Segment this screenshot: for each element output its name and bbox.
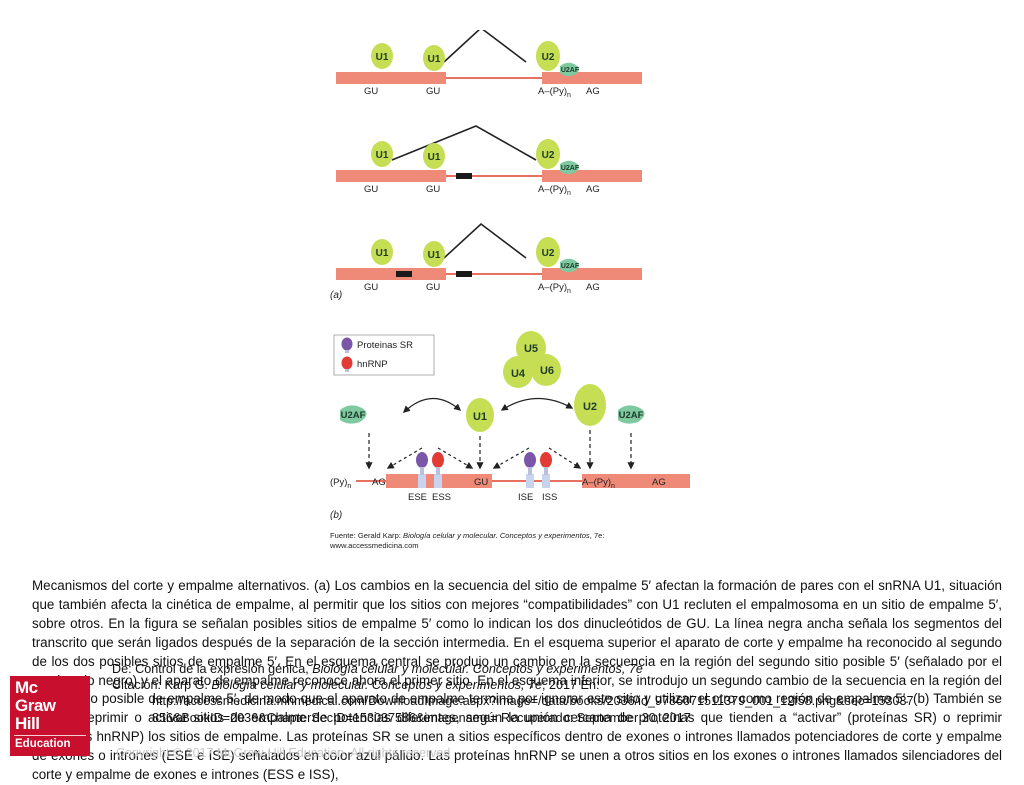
legend-hnrnp-label: hnRNP <box>357 359 388 370</box>
gu-label-1: GU <box>364 282 378 293</box>
ess-label: ESS <box>432 492 451 503</box>
a-py-label: A–(Py)n <box>538 86 571 99</box>
gu-label-2: GU <box>426 282 440 293</box>
mutation-box-1 <box>396 271 412 277</box>
mutation-box-2 <box>456 173 472 179</box>
gu-label-2: GU <box>426 86 440 97</box>
u2af-label: U2AF <box>561 263 580 270</box>
pre-mrna-bottom <box>356 474 690 488</box>
u2af-right: U2AF <box>618 405 645 424</box>
u1-label: U1 <box>428 152 441 163</box>
figure-caption: Mecanismos del corte y empalme alternati… <box>32 578 1002 783</box>
a-py-label: A–(Py)n <box>538 184 571 197</box>
ag-left-label: AG <box>372 477 386 488</box>
u1-label: U1 <box>376 150 389 161</box>
u2-snrnp-right: U2 <box>574 384 606 426</box>
svg-text:U2AF: U2AF <box>341 410 366 421</box>
gu-label-1: GU <box>364 184 378 195</box>
source-url[interactable]: http://accessmedicina.mhmedical.com/Down… <box>152 694 914 709</box>
gu-label-1: GU <box>364 86 378 97</box>
ag-right-label: AG <box>652 477 666 488</box>
ese-label: ESE <box>408 492 427 503</box>
gu-label: GU <box>474 477 488 488</box>
u1-label: U1 <box>376 248 389 259</box>
u6-label: U6 <box>540 365 554 377</box>
u1-label: U1 <box>428 250 441 261</box>
u2af-label: U2AF <box>561 165 580 172</box>
panel-a-label: (a) <box>330 290 342 301</box>
svg-text:U2AF: U2AF <box>619 410 644 421</box>
u4-label: U4 <box>511 368 526 380</box>
source-line-2: Citación: Karp G. Biología celular y mol… <box>112 678 600 693</box>
u2af-label: U2AF <box>561 67 580 74</box>
source-citation: De: Control de la expresión génica, Biol… <box>112 661 1012 726</box>
mutation-box-2 <box>456 271 472 277</box>
bound-proteins <box>416 452 552 475</box>
figure-credit: Fuente: Gerald Karp: Biología celular y … <box>329 531 605 550</box>
legend-sr-icon <box>341 337 353 353</box>
u4-u5-u6-snrnp: U5 U4 U6 <box>503 331 561 388</box>
copyright-notice: Copyright © 2017 McGraw-Hill Education. … <box>116 746 451 760</box>
ag-label: AG <box>586 282 600 293</box>
svg-text:www.accessmedicina.com: www.accessmedicina.com <box>329 541 419 550</box>
ag-label: AG <box>586 86 600 97</box>
source-line-4: 856&BookID=2036&ChapterSecID=153037586&i… <box>152 710 691 725</box>
ag-label: AG <box>586 184 600 195</box>
u1-snrnp-center: U1 <box>466 398 494 432</box>
py-left-label: (Py)n <box>330 477 351 490</box>
legend-sr-label: Proteinas SR <box>357 340 413 351</box>
u5-label: U5 <box>524 343 538 355</box>
ise-label: ISE <box>518 492 533 503</box>
u1-label: U1 <box>376 52 389 63</box>
u2af-left: U2AF <box>340 405 367 424</box>
a-py-label: A–(Py)n <box>538 282 571 295</box>
svg-text:Fuente: Gerald Karp: Biología: Fuente: Gerald Karp: Biología celular y … <box>330 531 605 540</box>
panel-b-label: (b) <box>330 510 342 521</box>
u2-label: U2 <box>542 248 555 259</box>
u1-label: U1 <box>428 54 441 65</box>
mcgraw-hill-logo: Mc Graw Hill Education <box>10 676 90 756</box>
source-line-1: De: Control de la expresión génica, Biol… <box>112 662 643 676</box>
gu-label-2: GU <box>426 184 440 195</box>
a-py-label: A–(Py)n <box>582 477 615 490</box>
u2-label: U2 <box>542 52 555 63</box>
svg-text:U2: U2 <box>583 401 597 413</box>
svg-text:U1: U1 <box>473 411 487 423</box>
legend-hnrnp-icon <box>341 356 353 372</box>
iss-label: ISS <box>542 492 557 503</box>
u2-label: U2 <box>542 150 555 161</box>
panel-b: Proteinas SR hnRNP U5 U4 U6 U1 <box>330 331 690 503</box>
interaction-arrows <box>365 397 635 470</box>
